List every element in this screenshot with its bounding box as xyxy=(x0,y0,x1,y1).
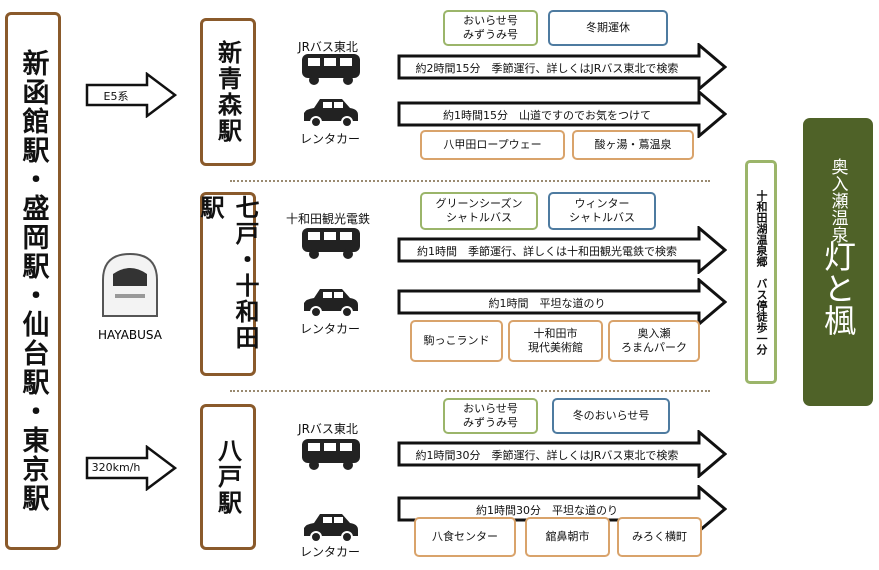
car-route-arrow: 約1時間15分 山道ですのでお気をつけて xyxy=(397,90,727,138)
spot-tag: 八食センター xyxy=(414,517,516,557)
bus-service-tag: ウィンター シャトルバス xyxy=(548,192,656,230)
bus-route-arrow: 約1時間 季節運行、詳しくは十和田観光電鉄で検索 xyxy=(397,226,727,274)
route-text: 約1時間 季節運行、詳しくは十和田観光電鉄で検索 xyxy=(417,245,677,258)
spot-tag: 奥入瀬 ろまんパーク xyxy=(608,320,700,362)
station-name: 八戸駅 xyxy=(213,438,242,516)
spot-tag: 十和田市 現代美術館 xyxy=(508,320,603,362)
e5-arrow: E5系 xyxy=(85,72,177,118)
bus-route-arrow: 約1時間30分 季節運行、詳しくはJRバス東北で検索 xyxy=(397,430,727,478)
bus-service-tag: おいらせ号 みずうみ号 xyxy=(443,10,538,46)
spot-tag: 駒っこランド xyxy=(410,320,503,362)
car-label: レンタカー xyxy=(299,322,360,336)
station-hachinohe: 八戸駅 xyxy=(200,404,256,550)
car-icon xyxy=(304,514,358,543)
origin-stations-box: 新函館駅・盛岡駅・仙台駅・東京駅 xyxy=(5,12,61,550)
bus-service-tag: グリーンシーズン シャトルバス xyxy=(420,192,538,230)
speed-arrow: 320km/h xyxy=(85,445,177,491)
bus-icon xyxy=(302,54,360,85)
route-text: 約1時間30分 平坦な道のり xyxy=(476,504,618,517)
train-label: HAYABUSA xyxy=(98,328,162,342)
bus-label: JRバス東北 xyxy=(298,422,358,436)
busstop-box: 十和田湖温泉郷 バス停徒歩一分 xyxy=(745,160,777,384)
spot-tag: 八甲田ロープウェー xyxy=(420,130,565,160)
bus-label: JRバス東北 xyxy=(298,40,358,54)
bus-service-tag: おいらせ号 みずうみ号 xyxy=(443,398,538,434)
car-icon xyxy=(304,289,358,318)
divider xyxy=(230,180,710,182)
speed-label: 320km/h xyxy=(91,461,141,474)
bus-route-arrow: 約2時間15分 季節運行、詳しくはJRバス東北で検索 xyxy=(397,43,727,91)
station-name: 七戸・十和田駅 xyxy=(196,195,259,351)
spot-tag: 舘鼻朝市 xyxy=(525,517,610,557)
station-shichinohe-towada: 七戸・十和田駅 xyxy=(196,192,259,376)
spot-tag: みろく横町 xyxy=(617,517,702,557)
origin-stations: 新函館駅・盛岡駅・仙台駅・東京駅 xyxy=(17,49,49,513)
route-text: 約2時間15分 季節運行、詳しくはJRバス東北で検索 xyxy=(415,62,679,75)
bus-service-tag: 冬のおいらせ号 xyxy=(552,398,670,434)
destination-box: 奥入瀬温泉 xyxy=(803,118,873,406)
station-shin-aomori: 新青森駅 xyxy=(200,18,256,166)
car-label: レンタカー xyxy=(299,132,360,146)
station-name: 新青森駅 xyxy=(213,40,242,144)
car-label: レンタカー xyxy=(299,545,360,559)
divider xyxy=(230,390,710,392)
route-text: 約1時間 平坦な道のり xyxy=(488,297,606,310)
bus-label: 十和田観光電鉄 xyxy=(285,212,370,226)
e5-label: E5系 xyxy=(103,90,129,103)
route-text: 約1時間30分 季節運行、詳しくはJRバス東北で検索 xyxy=(415,449,679,462)
destination-sub: 奥入瀬温泉 xyxy=(827,158,848,243)
spot-tag: 酸ヶ湯・蔦温泉 xyxy=(572,130,694,160)
route-text: 約1時間15分 山道ですのでお気をつけて xyxy=(443,109,651,122)
bus-service-tag: 冬期運休 xyxy=(548,10,668,46)
busstop-text: 十和田湖温泉郷 バス停徒歩一分 xyxy=(755,189,768,355)
bus-icon xyxy=(302,439,360,470)
destination-name: 灯と楓 xyxy=(819,240,857,336)
car-route-arrow: 約1時間 平坦な道のり xyxy=(397,278,727,326)
train-icon xyxy=(95,250,165,320)
bus-icon xyxy=(302,228,360,259)
car-icon xyxy=(304,99,358,128)
